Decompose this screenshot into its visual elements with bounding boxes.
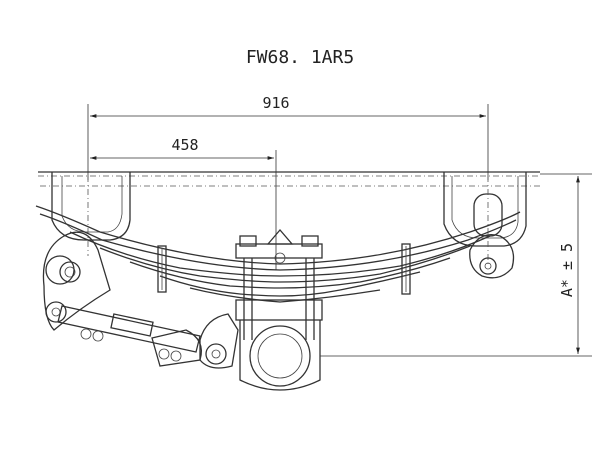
torque-rod bbox=[57, 305, 203, 367]
dimension-height: A* ± 5 bbox=[320, 173, 592, 357]
left-hanger-bracket bbox=[51, 172, 131, 256]
dimension-half: 458 bbox=[90, 136, 277, 270]
dimension-height-label: A* ± 5 bbox=[558, 243, 576, 297]
dimension-half-label: 458 bbox=[171, 136, 198, 154]
axle bbox=[239, 320, 321, 391]
left-spring-eye bbox=[45, 255, 75, 285]
drawing-title: FW68. 1AR5 bbox=[246, 47, 354, 68]
axle-torque-bracket bbox=[199, 313, 239, 369]
spring-clip-right bbox=[401, 243, 411, 295]
right-hanger-bracket bbox=[443, 172, 527, 266]
frame-rail bbox=[38, 171, 540, 187]
dimension-overall-label: 916 bbox=[262, 94, 289, 112]
right-spring-eye bbox=[469, 233, 515, 279]
leaf-spring-pack bbox=[35, 205, 521, 303]
dimension-overall: 916 bbox=[87, 94, 489, 180]
left-swing-arm bbox=[42, 231, 111, 331]
spring-clip-left bbox=[157, 245, 167, 293]
u-bolt-assembly bbox=[235, 229, 323, 340]
